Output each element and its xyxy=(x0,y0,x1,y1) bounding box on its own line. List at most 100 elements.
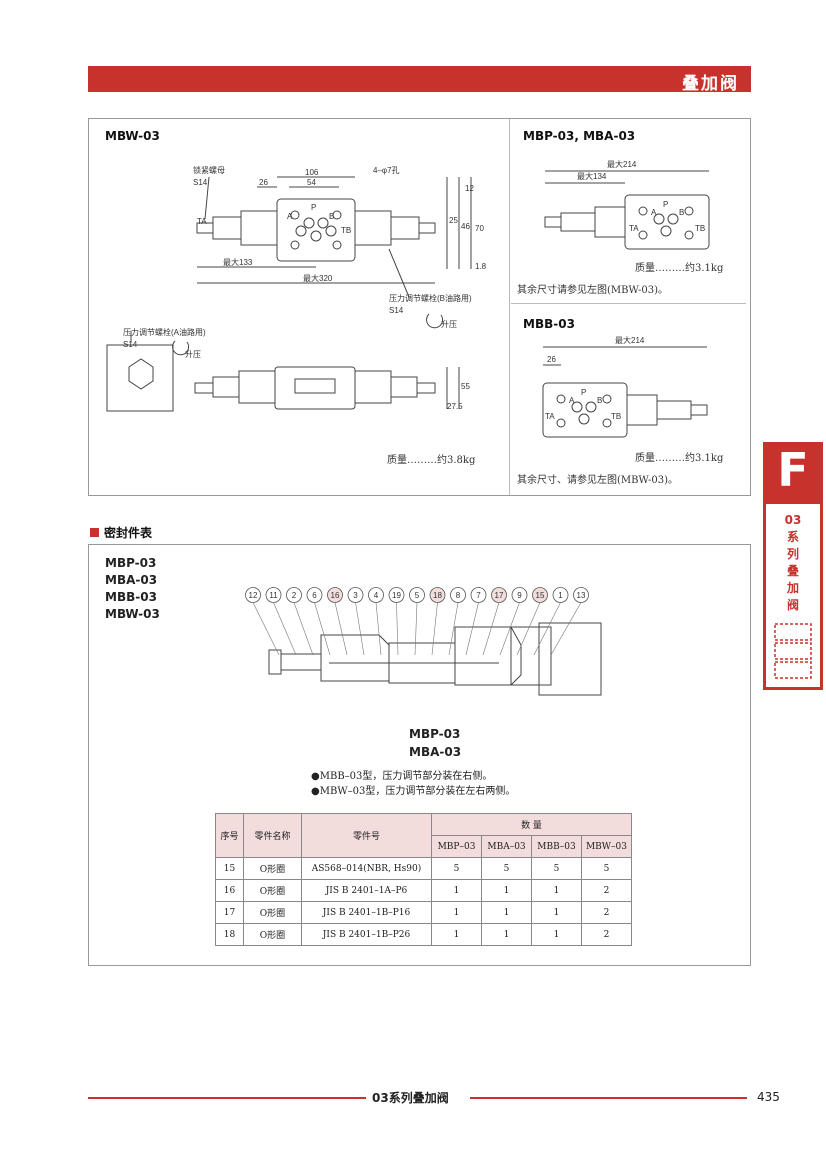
part-number-circle xyxy=(470,587,487,603)
dim-54: 54 xyxy=(307,178,316,187)
mbw-model-label: MBW-03 xyxy=(105,129,160,143)
cell-qty: 5 xyxy=(581,857,632,880)
cell-no: 17 xyxy=(215,901,244,924)
part-leader-line xyxy=(252,602,280,656)
drawing-caption: MBP-03 MBA-03 xyxy=(409,725,461,761)
part-number-circle xyxy=(409,587,425,603)
part-number-text: 7 xyxy=(476,591,481,600)
part-number-text: 9 xyxy=(517,591,522,600)
chapter-char: 阀 xyxy=(786,598,799,612)
seal-model-list: MBP-03 MBA-03 MBB-03 MBW-03 xyxy=(105,555,160,623)
dim-70: 70 xyxy=(475,224,484,233)
mbp-dim-max134: 最大134 xyxy=(577,171,607,181)
mbp-port-a: A xyxy=(651,208,657,217)
dim-26: 26 xyxy=(259,178,268,187)
part-number-callout: 18 xyxy=(429,587,446,656)
mbb-port-ta: TA xyxy=(545,412,555,421)
mbb-dim-26: 26 xyxy=(547,355,556,364)
part-number-circle xyxy=(450,587,466,603)
part-number-callout: 1 xyxy=(533,587,569,656)
cell-qty: 1 xyxy=(531,879,582,902)
part-leader-line xyxy=(431,602,438,656)
table-row: 17 O形圈 JIS B 2401–1B–P16 1 1 1 2 xyxy=(215,901,632,924)
drawing-caption-item: MBP-03 xyxy=(409,727,461,741)
part-number-text: 5 xyxy=(415,591,420,600)
part-leader-line xyxy=(499,602,520,656)
part-leader-line xyxy=(550,602,582,656)
seal-note-item: ●MBB–03型，压力调节部分装在右侧。 xyxy=(311,771,493,782)
section-marker-icon xyxy=(90,528,99,537)
cell-no: 16 xyxy=(215,879,244,902)
cell-part-no: AS568–014(NBR, Hs90) xyxy=(301,857,432,880)
knob xyxy=(268,649,282,675)
part-number-circle xyxy=(532,587,548,603)
chapter-char: 叠 xyxy=(786,564,799,578)
seal-table: 序号 零件名称 零件号 数 量 MBP–03 MBA–03 MBB–03 MBW… xyxy=(215,813,632,946)
cell-qty: 2 xyxy=(581,901,632,924)
part-number-callout: 7 xyxy=(465,587,487,656)
dim-max320: 最大320 xyxy=(303,273,333,283)
part-number-callout: 19 xyxy=(388,587,405,656)
seal-model-item: MBB-03 xyxy=(105,590,157,604)
mbp-mass: 质量………约3.1kg xyxy=(635,263,724,274)
dim-max133: 最大133 xyxy=(223,257,253,267)
part-leader-line xyxy=(448,602,459,656)
part-number-callout: 12 xyxy=(245,587,280,656)
part-leader-line xyxy=(533,602,561,656)
cell-qty: 1 xyxy=(481,901,532,924)
th-no: 序号 xyxy=(215,813,244,858)
dim-55: 55 xyxy=(461,382,470,391)
cell-qty: 1 xyxy=(431,879,482,902)
dim-raise-b: 升压 xyxy=(441,320,457,329)
mbp-note: 其余尺寸请参见左图(MBW-03)。 xyxy=(517,285,669,296)
part-number-circle xyxy=(552,587,569,603)
part-number-callout: 13 xyxy=(550,587,589,656)
port-label-a: A xyxy=(287,212,293,221)
part-number-text: 17 xyxy=(495,591,504,600)
part-number-text: 15 xyxy=(536,591,545,600)
page-title: 叠加阀 xyxy=(682,74,739,94)
part-number-callout: 15 xyxy=(516,587,548,656)
part-number-callout: 16 xyxy=(327,587,348,656)
part-number-circle xyxy=(573,587,589,603)
port-label-b: B xyxy=(329,212,334,221)
chapter-letter: F xyxy=(777,443,809,497)
chapter-side-tab: F 03 系 列 叠 加 阀 xyxy=(763,442,823,690)
dim-12: 12 xyxy=(465,184,474,193)
part-leader-line xyxy=(355,602,365,656)
dim-lock-nut: 锁紧螺母 xyxy=(193,165,225,175)
part-leader-line xyxy=(375,602,382,656)
cell-name: O形圈 xyxy=(243,923,302,946)
mbw-drawing: 锁紧螺母 S14 4–φ7孔 106 26 54 12 25 46 70 1.8… xyxy=(106,165,487,412)
part-leader-line xyxy=(293,602,314,656)
dim-106: 106 xyxy=(305,168,319,177)
mbp-dim-max214: 最大214 xyxy=(607,159,637,169)
mbw-right-sleeve xyxy=(354,210,392,246)
part-number-text: 13 xyxy=(577,591,586,600)
cell-qty: 5 xyxy=(531,857,582,880)
part-number-circle xyxy=(306,587,323,603)
dim-s14-a: S14 xyxy=(193,178,208,187)
dim-s14-b: S14 xyxy=(389,306,404,315)
cell-qty: 2 xyxy=(581,879,632,902)
th-qty-mba: MBA–03 xyxy=(481,835,532,858)
dim-s14-c: S14 xyxy=(123,340,138,349)
chapter-tab-inner: 03 系 列 叠 加 阀 xyxy=(766,504,820,687)
th-qty-mbp: MBP–03 xyxy=(431,835,482,858)
dimension-drawing-panel: MBW-03 MBP-03, MBA-03 MBB-03 xyxy=(88,118,751,496)
part-leader-line xyxy=(314,602,331,656)
port-label-ta: TA xyxy=(197,217,207,226)
mbb-dim-max214: 最大214 xyxy=(615,335,645,345)
part-number-circle xyxy=(429,587,446,603)
part-number-text: 19 xyxy=(392,591,401,600)
part-number-text: 16 xyxy=(331,591,340,600)
mbb-port-b: B xyxy=(597,396,602,405)
part-number-callout: 3 xyxy=(347,587,365,656)
mbb-port-p: P xyxy=(581,388,586,397)
cell-qty: 1 xyxy=(431,923,482,946)
footer-title: 03系列叠加阀 xyxy=(372,1091,449,1105)
page-number: 435 xyxy=(757,1090,780,1104)
part-number-text: 2 xyxy=(292,591,297,600)
th-qty-mbb: MBB–03 xyxy=(531,835,582,858)
